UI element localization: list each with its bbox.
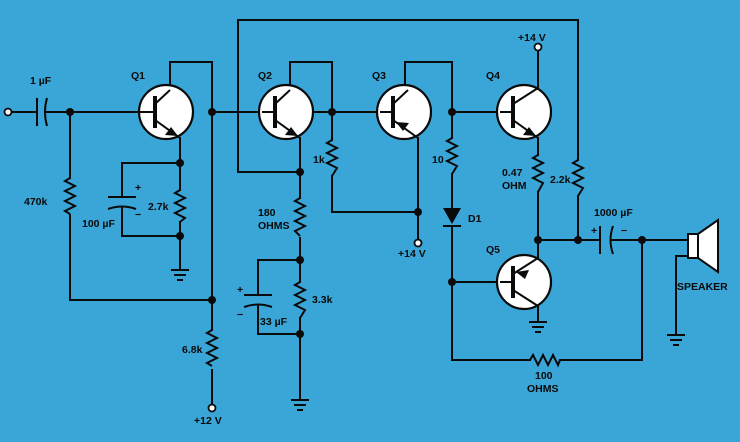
junction-dot [296,168,304,176]
ground-symbol-speaker [667,334,685,346]
junction-dots [66,108,646,338]
label-supply-12v: +12 V [194,415,222,427]
label-supply-14v-mid: +14 V [398,248,426,260]
resistor-100 [529,352,561,368]
resistor-3-3k [292,281,308,319]
wire-q3-collector [404,61,453,113]
wire-q2-collector [289,61,333,113]
label-047-value: 0.47 [502,167,523,179]
resistor-0-47 [530,154,546,193]
label-180-value: 180 [258,207,276,219]
polarity-minus-33uf: − [237,309,243,321]
wire-q1-collector [169,61,213,331]
junction-dot [296,256,304,264]
label-d1: D1 [468,213,482,225]
wire-470k-bottom [69,214,213,301]
polarity-plus-1000uf: + [591,225,597,237]
wire-d1-bottom [451,227,531,361]
resistor-10 [444,137,460,175]
ground-symbol-q2 [291,399,309,411]
label-100-value: 100 [535,370,553,382]
resistor-6-8k [204,329,220,367]
label-180-unit: OHMS [258,220,290,232]
ground-symbol-q5 [529,321,547,333]
junction-dot [208,296,216,304]
junction-dot [638,236,646,244]
junction-dot [296,330,304,338]
ground-symbol-q1 [171,269,189,281]
polarity-plus-100uf: + [135,182,141,194]
label-470k: 470k [24,196,48,208]
wire-c100-top [121,162,181,176]
label-1000uf: 1000 µF [594,207,633,219]
wire-c100-bottom [121,219,181,237]
resistors [62,137,586,368]
transistor-q5 [495,253,553,311]
label-100-unit: OHMS [527,383,559,395]
label-supply-14v-top: +14 V [518,32,546,44]
label-q5: Q5 [486,244,500,256]
label-q4: Q4 [486,70,500,82]
label-3-3k: 3.3k [312,294,333,306]
supply-14v-top-terminal [533,42,543,52]
wires [9,19,689,406]
junction-dot [414,208,422,216]
junction-dot [448,278,456,286]
junction-dot [176,232,184,240]
wire-c33-top [257,259,301,283]
transistor-q3 [375,83,433,141]
resistor-470k [62,177,78,215]
label-q2: Q2 [258,70,272,82]
polarity-plus-33uf: + [237,284,243,296]
wire-100-feedback [559,239,643,361]
label-10: 10 [432,154,444,166]
label-q1: Q1 [131,70,145,82]
speaker-icon [676,218,719,274]
junction-dot [176,159,184,167]
supply-14v-mid-terminal [413,238,423,248]
label-speaker: SPEAKER [677,281,728,293]
wire-feedback-left [237,19,301,173]
label-6-8k: 6.8k [182,344,203,356]
wire-c33-bottom [257,317,301,335]
diode-d1 [443,208,461,227]
capacitor-33uf [243,282,273,318]
junction-dot [66,108,74,116]
capacitor-1000uf [599,225,614,255]
transistor-q1 [137,83,195,141]
label-2-7k: 2.7k [148,201,169,213]
transistor-q2 [257,83,315,141]
transistor-q4 [495,83,553,141]
resistor-180 [292,197,308,237]
label-2-2k: 2.2k [550,174,571,186]
input-terminal [3,107,13,117]
junction-dot [534,236,542,244]
junction-dot [328,108,336,116]
resistor-2-7k [172,189,188,223]
label-q3: Q3 [372,70,386,82]
junction-dot [208,108,216,116]
supply-12v-terminal [207,403,217,413]
label-33uf: 33 µF [260,316,288,328]
capacitor-input [36,97,48,127]
junction-dot [574,236,582,244]
label-100uf: 100 µF [82,218,115,230]
resistor-2-2k [570,159,586,197]
polarity-minus-100uf: − [135,209,141,221]
capacitor-100uf [107,175,137,220]
labels: 1 µF Q1 Q2 Q3 Q4 Q5 D1 470k 2.7k 6.8k 1k… [24,32,728,427]
polarity-minus-1000uf: − [621,225,627,237]
label-1k: 1k [313,154,325,166]
resistor-1k [324,139,340,177]
wire-1k-bottom [331,175,419,213]
label-047-unit: OHM [502,180,527,192]
label-c-input: 1 µF [30,75,52,87]
junction-dot [448,108,456,116]
